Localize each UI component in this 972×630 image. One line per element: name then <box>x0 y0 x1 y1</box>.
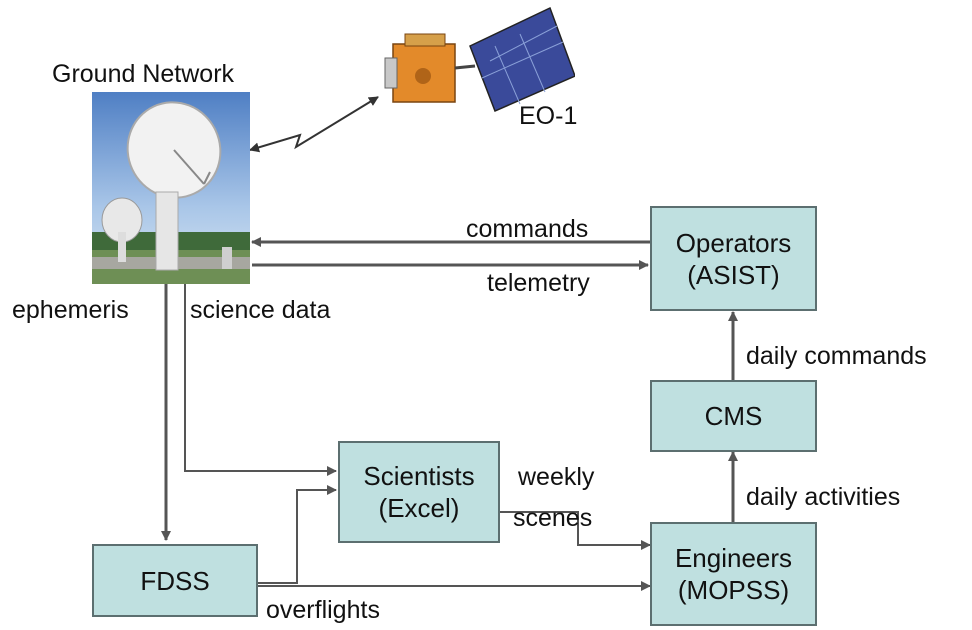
engineers-subtitle: (MOPSS) <box>677 575 790 605</box>
scientists-title: Scientists <box>363 461 475 491</box>
telemetry-label: telemetry <box>487 269 590 297</box>
scientists-subtitle: (Excel) <box>378 493 460 523</box>
operators-title: Operators <box>675 227 792 258</box>
commands-label: commands <box>466 215 589 243</box>
scientists-box: Scientists (Excel) <box>338 441 500 543</box>
fdss-to-scientists-arrow <box>258 485 337 584</box>
scenes-label: scenes <box>513 504 593 532</box>
fdss-title: FDSS <box>140 565 210 596</box>
operators-subtitle: (ASIST) <box>687 259 780 290</box>
science-data-arrow <box>184 284 337 476</box>
ground-antenna-photo <box>92 92 250 284</box>
engineers-box: Engineers (MOPSS) <box>650 522 817 626</box>
daily-commands-label: daily commands <box>746 342 927 370</box>
science-data-label: science data <box>190 296 331 324</box>
ground-network-label: Ground Network <box>52 60 235 88</box>
satellite-link-arrow <box>249 96 379 153</box>
eo1-label: EO-1 <box>519 102 578 130</box>
operators-box: Operators (ASIST) <box>650 206 817 311</box>
overflights-label: overflights <box>266 596 380 624</box>
weekly-label: weekly <box>518 463 595 491</box>
eo1-satellite-graphic <box>384 6 575 113</box>
daily-activities-label: daily activities <box>746 483 901 511</box>
fdss-box: FDSS <box>92 544 258 617</box>
weekly-scenes-arrow <box>500 511 651 550</box>
engineers-title: Engineers <box>674 543 793 573</box>
cms-box: CMS <box>650 380 817 452</box>
cms-title: CMS <box>704 401 763 431</box>
ephemeris-label: ephemeris <box>12 296 129 324</box>
